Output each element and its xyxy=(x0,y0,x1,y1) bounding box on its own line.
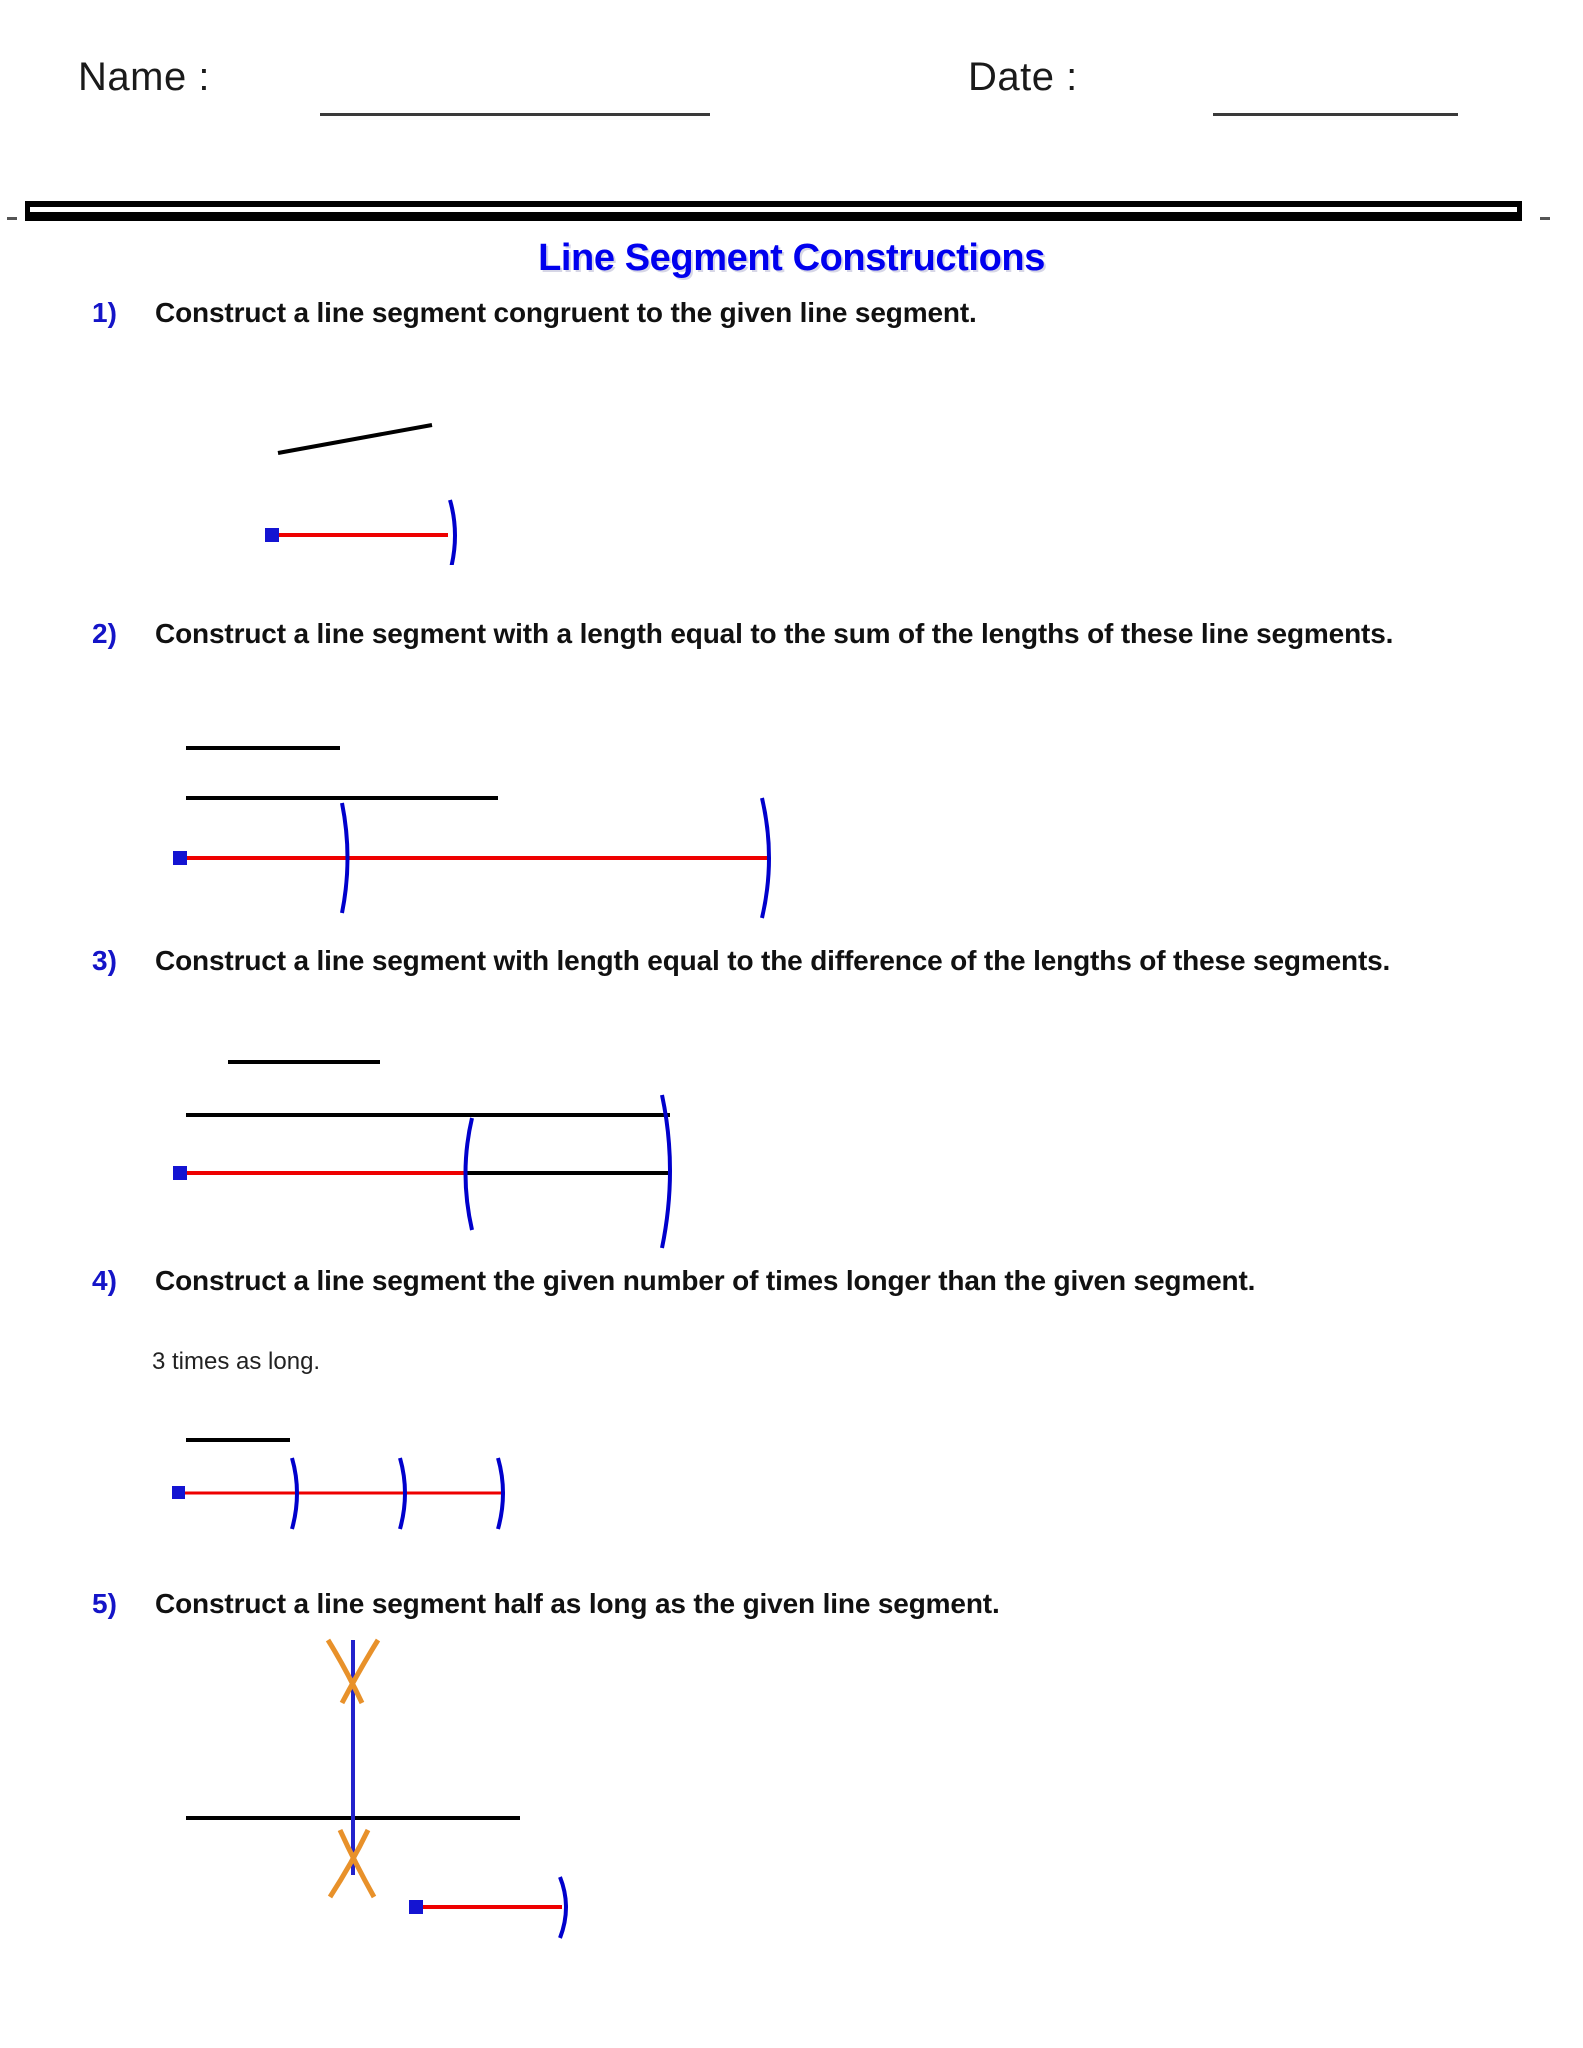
problem-5-text: Construct a line segment half as long as… xyxy=(155,1588,1000,1619)
compass-arc-5-upper-right xyxy=(339,1638,381,1705)
compass-arc-3b xyxy=(660,1094,672,1249)
endpoint-marker-1 xyxy=(265,528,279,542)
name-write-line[interactable] xyxy=(320,113,710,116)
compass-arc-5-lower-right xyxy=(327,1828,371,1899)
compass-arc-1 xyxy=(448,499,457,565)
problem-5-number: 5) xyxy=(92,1588,117,1619)
endpoint-marker-4 xyxy=(172,1486,185,1499)
problem-4-text: Construct a line segment the given numbe… xyxy=(155,1265,1256,1296)
problem-4-number: 4) xyxy=(92,1265,117,1296)
compass-arc-3a xyxy=(463,1117,474,1231)
problem-1-figure xyxy=(250,405,510,565)
problem-3-number: 3) xyxy=(92,945,117,976)
header-divider xyxy=(25,201,1522,221)
endpoint-marker-3 xyxy=(173,1166,187,1180)
divider-left-tick xyxy=(7,217,17,220)
problem-4-figure xyxy=(150,1415,570,1545)
compass-arc-5-end xyxy=(558,1876,568,1939)
compass-arc-5-upper-left xyxy=(325,1638,365,1705)
compass-arc-2a xyxy=(340,802,350,914)
compass-arc-4b xyxy=(398,1457,407,1530)
problem-1-text: Construct a line segment congruent to th… xyxy=(155,297,977,328)
date-label: Date : xyxy=(968,55,1078,99)
name-label: Name : xyxy=(78,55,210,99)
divider-right-tick xyxy=(1540,217,1550,220)
problem-3-figure xyxy=(150,1040,850,1255)
problem-1-number: 1) xyxy=(92,297,117,328)
compass-arc-2b xyxy=(760,797,771,919)
compass-arc-4c xyxy=(496,1457,505,1530)
header-divider-gap xyxy=(30,207,1517,212)
problem-3-text: Construct a line segment with length equ… xyxy=(155,945,1391,976)
problem-4-subtext: 3 times as long. xyxy=(152,1348,321,1375)
given-segment-1 xyxy=(277,423,433,455)
endpoint-marker-2 xyxy=(173,851,187,865)
problem-5-figure xyxy=(150,1625,810,1945)
compass-arc-5-lower-left xyxy=(337,1828,377,1899)
problem-2-figure xyxy=(150,720,850,920)
endpoint-marker-5 xyxy=(409,1900,423,1914)
problem-2-text: Construct a line segment with a length e… xyxy=(155,618,1394,649)
page-title: Line Segment Constructions xyxy=(538,237,1045,279)
date-write-line[interactable] xyxy=(1213,113,1458,116)
compass-arc-4a xyxy=(290,1457,299,1530)
problem-2-number: 2) xyxy=(92,618,117,649)
